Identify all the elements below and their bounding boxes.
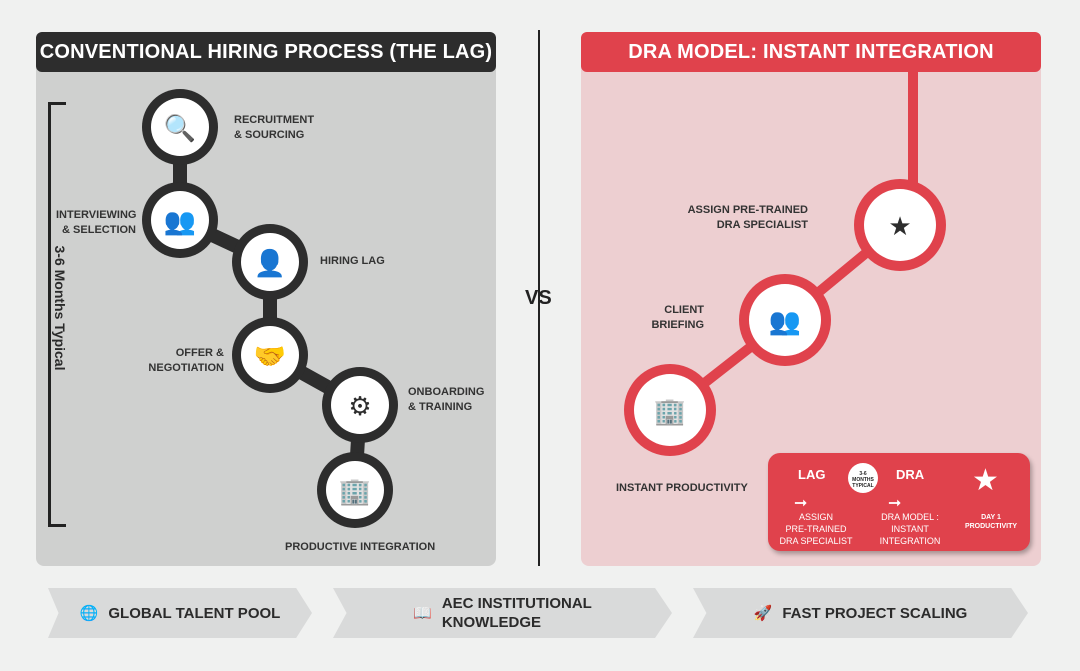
- banner-label: FAST PROJECT SCALING: [782, 604, 968, 622]
- step-offer: OFFER &NEGOTIATION: [148, 347, 224, 374]
- rocket-icon: 🚀: [753, 604, 773, 622]
- book-gear-icon: 📖: [413, 604, 432, 622]
- worker-buildings-icon: 🏢: [654, 397, 686, 427]
- user-clock-icon: 👤: [254, 248, 286, 279]
- dra-label: DRA: [896, 467, 925, 482]
- conventional-panel: CONVENTIONAL HIRING PROCESS (THE LAG): [36, 32, 496, 566]
- arrow-icon: ➞: [888, 495, 902, 512]
- handshake-icon: 🤝: [254, 342, 286, 372]
- globe-icon: 🌐: [79, 604, 99, 622]
- step-instant: INSTANT PRODUCTIVITY: [616, 482, 748, 494]
- banner-fast-scaling: 🚀 FAST PROJECT SCALING: [693, 588, 1028, 638]
- team-gear-icon: ⚙: [348, 392, 371, 422]
- step-interviewing: INTERVIEWING& SELECTION: [56, 209, 137, 236]
- banner-global-talent: 🌐 GLOBAL TALENT POOL: [48, 588, 312, 638]
- step-onboarding: ONBOARDING& TRAINING: [408, 386, 485, 413]
- banner-label: GLOBAL TALENT POOL: [108, 604, 281, 622]
- step-recruitment: RECRUITMENT& SOURCING: [234, 114, 315, 141]
- worker-buildings-icon: 🏢: [339, 477, 371, 507]
- left-nodes: [142, 89, 398, 528]
- interview-icon: 👥: [164, 207, 196, 237]
- step-productive: PRODUCTIVE INTEGRATION: [285, 541, 436, 553]
- lag-label: LAG: [798, 467, 826, 482]
- arrow-icon: ➞: [794, 495, 808, 512]
- duration-bracket: [48, 102, 66, 527]
- meeting-icon: 👥: [769, 307, 801, 337]
- step-hiring-lag: HIRING LAG: [320, 255, 385, 267]
- specialist-star-icon: ★: [888, 212, 911, 242]
- right-nodes: [624, 179, 946, 456]
- divider: [538, 30, 540, 566]
- specialist-star-icon: ★: [972, 464, 999, 497]
- vs-label: VS: [525, 287, 552, 309]
- dra-title: DRA MODEL: INSTANT INTEGRATION: [581, 32, 1041, 72]
- conventional-title: CONVENTIONAL HIRING PROCESS (THE LAG): [36, 32, 496, 72]
- search-user-icon: 🔍: [164, 111, 196, 144]
